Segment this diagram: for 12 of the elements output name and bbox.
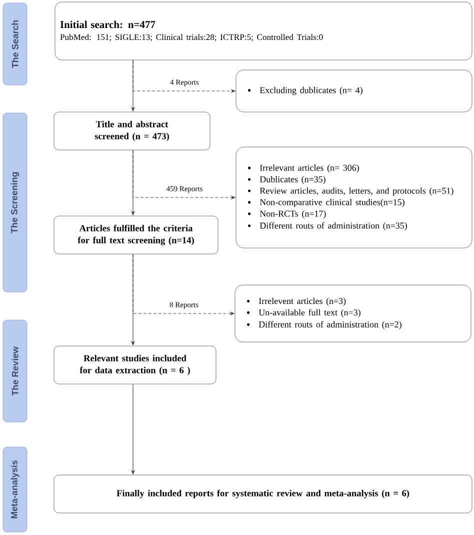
search-box: Initial search: n=477 PubMed: 151; SIGLE:13; Clinical trials:28; ICTRP:5; Controlled Trials:0 [54, 2, 472, 60]
exclusion-box: Irrelevant articles (n= 306) Dublicates (n=35) Review articles, audits, letters, and protocols (n=51) Non-comparative clinical studies(n=15) Non-RCTs (n=17) Different routs of administration (n=35) [236, 146, 472, 248]
stage-label: The Screening [2, 112, 28, 292]
exclusion-box: Irrelevent articles (n=3) Un-available full text (n=3) Different routs of administration (n=2) [234, 284, 472, 342]
process-box: Articles fulfilled the criteria for full text screening (n=14) [54, 216, 218, 254]
process-box: Relevant studies included for data extraction (n = 6 ) [54, 346, 216, 384]
stage-label: The Search [2, 2, 28, 86]
process-box: Finally included reports for systematic review and meta-analysis (n = 6) [54, 474, 472, 514]
stage-label: The Review [2, 320, 28, 422]
exclusion-box: Excluding dublicates (n= 4) [236, 70, 472, 112]
process-box: Title and abstract screened (n = 473) [54, 112, 210, 150]
stage-label: Meta-analysis [2, 446, 28, 532]
